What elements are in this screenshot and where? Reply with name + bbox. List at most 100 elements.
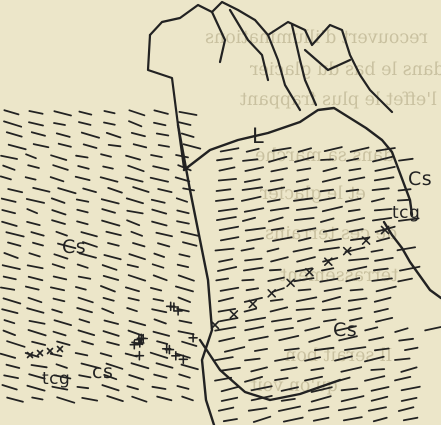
- hatch-stroke: [325, 239, 341, 242]
- hatch-stroke: [219, 167, 234, 170]
- hatch-stroke: [346, 199, 361, 202]
- hatch-stroke: [128, 265, 138, 267]
- hatch-stroke: [243, 218, 255, 221]
- hatch-stroke: [221, 237, 239, 240]
- hatch-stroke: [101, 177, 118, 181]
- hatch-stroke: [3, 166, 14, 170]
- hatch-stroke: [26, 287, 39, 290]
- hatch-stroke: [339, 407, 356, 410]
- hatch-stroke: [31, 232, 43, 236]
- hatch-stroke: [425, 327, 441, 330]
- hatch-stroke: [399, 407, 414, 411]
- hatch-stroke: [242, 197, 261, 201]
- hatch-stroke: [335, 378, 350, 382]
- hatch-stroke: [179, 275, 194, 280]
- hatch-stroke: [104, 298, 114, 301]
- hatch-stroke: [247, 149, 259, 152]
- hatch-stroke: [373, 157, 392, 162]
- hatch-stroke: [9, 145, 26, 150]
- hatch-stroke: [102, 221, 119, 226]
- hatch-stroke: [54, 332, 66, 336]
- hatch-stroke: [7, 341, 25, 347]
- hatch-stroke: [401, 367, 416, 372]
- hatch-stroke: [312, 396, 331, 401]
- hatch-stroke: [309, 336, 330, 342]
- hatch-stroke: [102, 309, 113, 314]
- hatch-stroke: [129, 121, 141, 126]
- hatch-stroke: [152, 387, 165, 389]
- hatch-stroke: [4, 375, 18, 378]
- hatch-stroke: [222, 398, 238, 401]
- hatch-stroke: [219, 298, 233, 301]
- hatch-stroke: [155, 319, 166, 323]
- hatch-stroke: [349, 177, 365, 180]
- hatch-stroke: [271, 179, 283, 181]
- hatch-stroke: [245, 377, 262, 382]
- hatch-stroke: [348, 267, 366, 271]
- hatch-stroke: [32, 398, 42, 400]
- hatch-stroke: [182, 342, 196, 346]
- hatch-stroke: [33, 188, 49, 192]
- hatch-stroke: [255, 349, 267, 351]
- hatch-stroke: [279, 336, 298, 340]
- hatch-stroke: [2, 199, 16, 202]
- hatch-stroke: [395, 377, 410, 381]
- hatch-stroke: [32, 342, 45, 345]
- hatch-stroke: [54, 277, 66, 280]
- hatch-stroke: [245, 259, 262, 261]
- label-schist-right: Cs: [408, 170, 432, 189]
- hatch-stroke: [29, 111, 42, 114]
- hatch-stroke: [373, 218, 391, 221]
- hatch-stroke: [54, 111, 71, 115]
- hatch-stroke: [347, 190, 359, 192]
- hatch-stroke: [184, 144, 201, 148]
- hatch-stroke: [152, 222, 167, 226]
- hatch-stroke: [323, 297, 340, 302]
- hatch-stroke: [244, 268, 263, 271]
- hatch-stroke: [129, 275, 146, 280]
- hatch-stroke: [54, 299, 65, 302]
- hatch-stroke: [311, 368, 323, 370]
- hatch-stroke: [151, 178, 168, 182]
- hatch-stroke: [183, 242, 197, 246]
- hatch-stroke: [377, 287, 396, 292]
- hatch-stroke: [107, 133, 121, 138]
- hatch-stroke: [132, 397, 146, 402]
- hatch-stroke: [34, 144, 49, 147]
- hatch-stroke: [309, 407, 329, 411]
- label-schist-left: Cs: [62, 238, 86, 257]
- hatch-stroke: [299, 238, 311, 241]
- hatch-stroke: [297, 179, 308, 182]
- hatch-stroke: [128, 166, 144, 172]
- hatch-stroke: [305, 357, 320, 360]
- hatch-stroke: [249, 408, 267, 411]
- hatch-stroke: [59, 144, 71, 147]
- hatch-stroke: [101, 154, 111, 157]
- hatch-stroke: [324, 229, 338, 232]
- hatch-stroke: [152, 309, 166, 312]
- hatch-stroke: [243, 187, 263, 190]
- hatch-stroke: [153, 166, 168, 170]
- hatch-stroke: [82, 398, 97, 401]
- hatch-stroke: [349, 169, 360, 171]
- hatch-stroke: [271, 257, 288, 261]
- hatch-stroke: [182, 134, 194, 138]
- hatch-stroke: [79, 122, 91, 125]
- hatch-stroke: [26, 154, 36, 158]
- hatch-stroke: [269, 188, 285, 191]
- hatch-stroke: [77, 210, 87, 213]
- hatch-stroke: [79, 277, 91, 279]
- hatch-stroke: [217, 158, 232, 160]
- hatch-stroke: [342, 396, 364, 401]
- hatch-stroke: [58, 188, 75, 193]
- hatch-stroke: [372, 199, 384, 202]
- hatch-stroke: [322, 268, 333, 270]
- hatch-stroke: [79, 375, 90, 377]
- hatch-stroke: [216, 249, 234, 251]
- hatch-stroke: [365, 376, 384, 381]
- hatch-stroke: [275, 378, 288, 380]
- hatch-stroke: [216, 279, 228, 281]
- hatch-stroke: [247, 288, 259, 290]
- hatch-stroke: [369, 337, 383, 340]
- hatch-stroke: [84, 144, 97, 148]
